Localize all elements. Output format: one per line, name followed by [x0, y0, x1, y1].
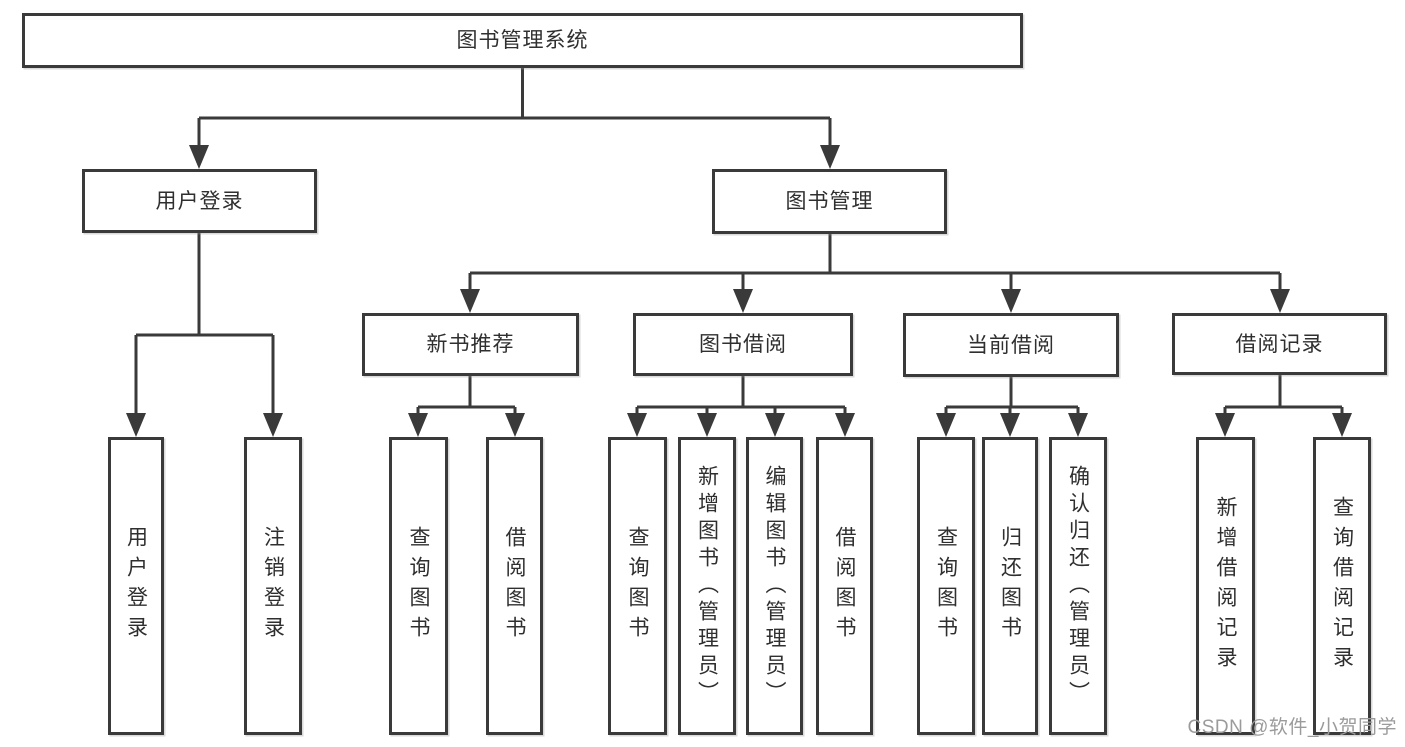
node-library-management-system: 图书管理系统 [22, 13, 1023, 68]
node-book-management: 图书管理 [712, 169, 947, 234]
leaf-user-login: 用户登录 [108, 437, 164, 735]
leaf-query-borrow-record: 查询借阅记录 [1313, 437, 1371, 735]
node-borrow-records: 借阅记录 [1172, 313, 1387, 375]
node-book-borrow: 图书借阅 [633, 313, 853, 376]
leaf-logout: 注销登录 [244, 437, 302, 735]
leaf-add-books-admin: 新增图书（管理员） [678, 437, 736, 735]
leaf-edit-books-admin: 编辑图书（管理员） [746, 437, 803, 735]
leaf-query-books-borrow: 查询图书 [608, 437, 667, 735]
node-new-book-recommend: 新书推荐 [362, 313, 579, 376]
leaf-borrow-books-recommend: 借阅图书 [486, 437, 543, 735]
node-user-login: 用户登录 [82, 169, 317, 233]
leaf-borrow-books: 借阅图书 [816, 437, 873, 735]
csdn-watermark: CSDN @软件_小贺同学 [1187, 717, 1397, 738]
leaf-confirm-return-admin: 确认归还（管理员） [1049, 437, 1107, 735]
leaf-query-books-recommend: 查询图书 [389, 437, 448, 735]
leaf-add-borrow-record: 新增借阅记录 [1196, 437, 1255, 735]
node-current-borrow: 当前借阅 [903, 313, 1119, 377]
leaf-return-books: 归还图书 [982, 437, 1038, 735]
leaf-query-books-current: 查询图书 [917, 437, 975, 735]
